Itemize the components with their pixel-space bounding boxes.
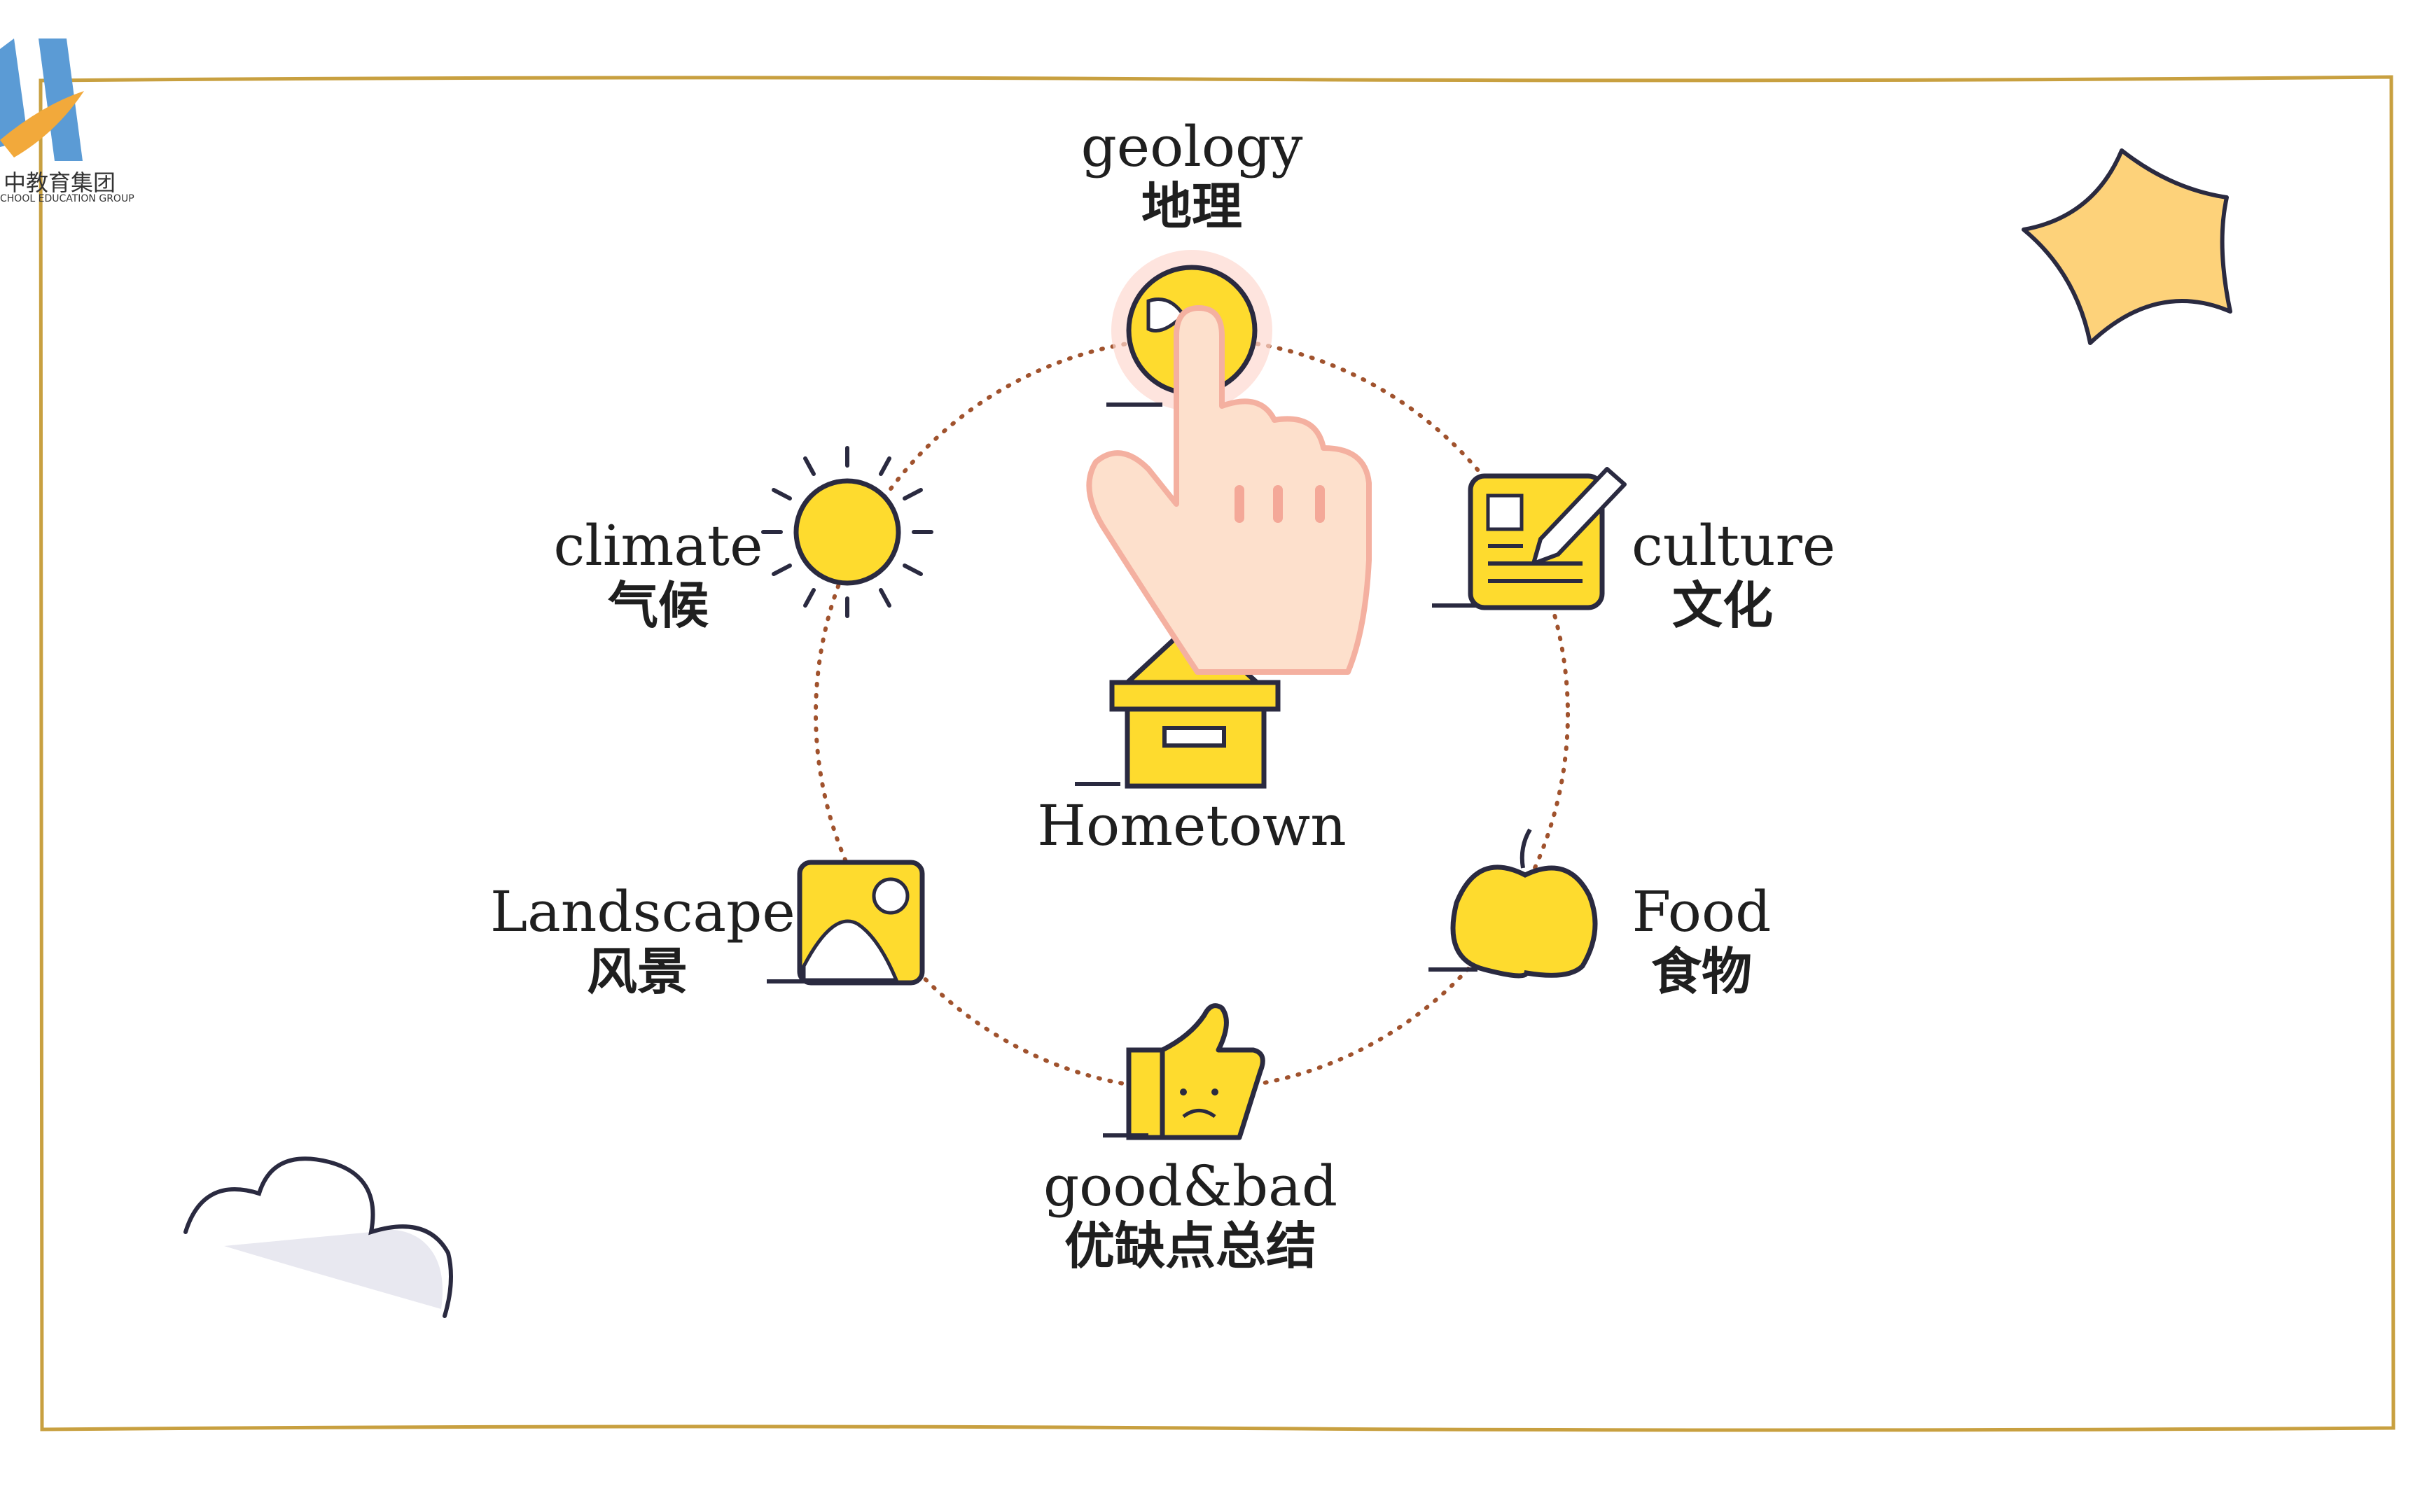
pointing-hand-icon [1086, 305, 1372, 675]
node-label-geology-zh: 地理 [1141, 176, 1242, 236]
node-label-geology: geology 地理 [1017, 115, 1367, 234]
center-label-text: Hometown [1037, 793, 1347, 858]
node-label-climate-zh: 气候 [607, 575, 709, 635]
apple-icon [1428, 828, 1598, 979]
cloud-icon [183, 1156, 453, 1318]
node-label-landscape-en: Landscape [490, 879, 795, 944]
node-label-goodbad: good&bad 优缺点总结 [1008, 1155, 1372, 1274]
logo-name-en: CHOOL EDUCATION GROUP [0, 193, 134, 204]
sun-icon [761, 446, 933, 618]
node-label-geology-en: geology [1080, 114, 1303, 179]
node-label-food-zh: 食物 [1650, 941, 1752, 1001]
hand-drawn-frame [39, 75, 2395, 1432]
node-label-goodbad-en: good&bad [1043, 1154, 1338, 1219]
logo-mark [0, 38, 84, 161]
star-icon [2022, 148, 2232, 345]
node-label-climate: climate 气候 [553, 514, 763, 634]
node-label-food: Food 食物 [1625, 881, 1779, 1000]
node-label-culture: culture 文化 [1632, 513, 1836, 635]
node-label-landscape: Landscape 风景 [490, 879, 795, 1001]
node-label-culture-en: culture [1632, 513, 1836, 578]
node-label-landscape-zh: 风景 [586, 941, 688, 1001]
center-label-hometown: Hometown [1017, 794, 1367, 858]
node-label-food-en: Food [1632, 879, 1772, 944]
picture-icon [767, 860, 925, 986]
document-pen-icon [1432, 467, 1627, 610]
node-label-goodbad-zh: 优缺点总结 [1064, 1216, 1316, 1275]
logo-name-cn: 中教育集团 [4, 169, 116, 196]
node-label-climate-en: climate [553, 513, 763, 578]
node-label-culture-zh: 文化 [1671, 575, 1773, 635]
thumbs-up-icon [1103, 1003, 1265, 1140]
